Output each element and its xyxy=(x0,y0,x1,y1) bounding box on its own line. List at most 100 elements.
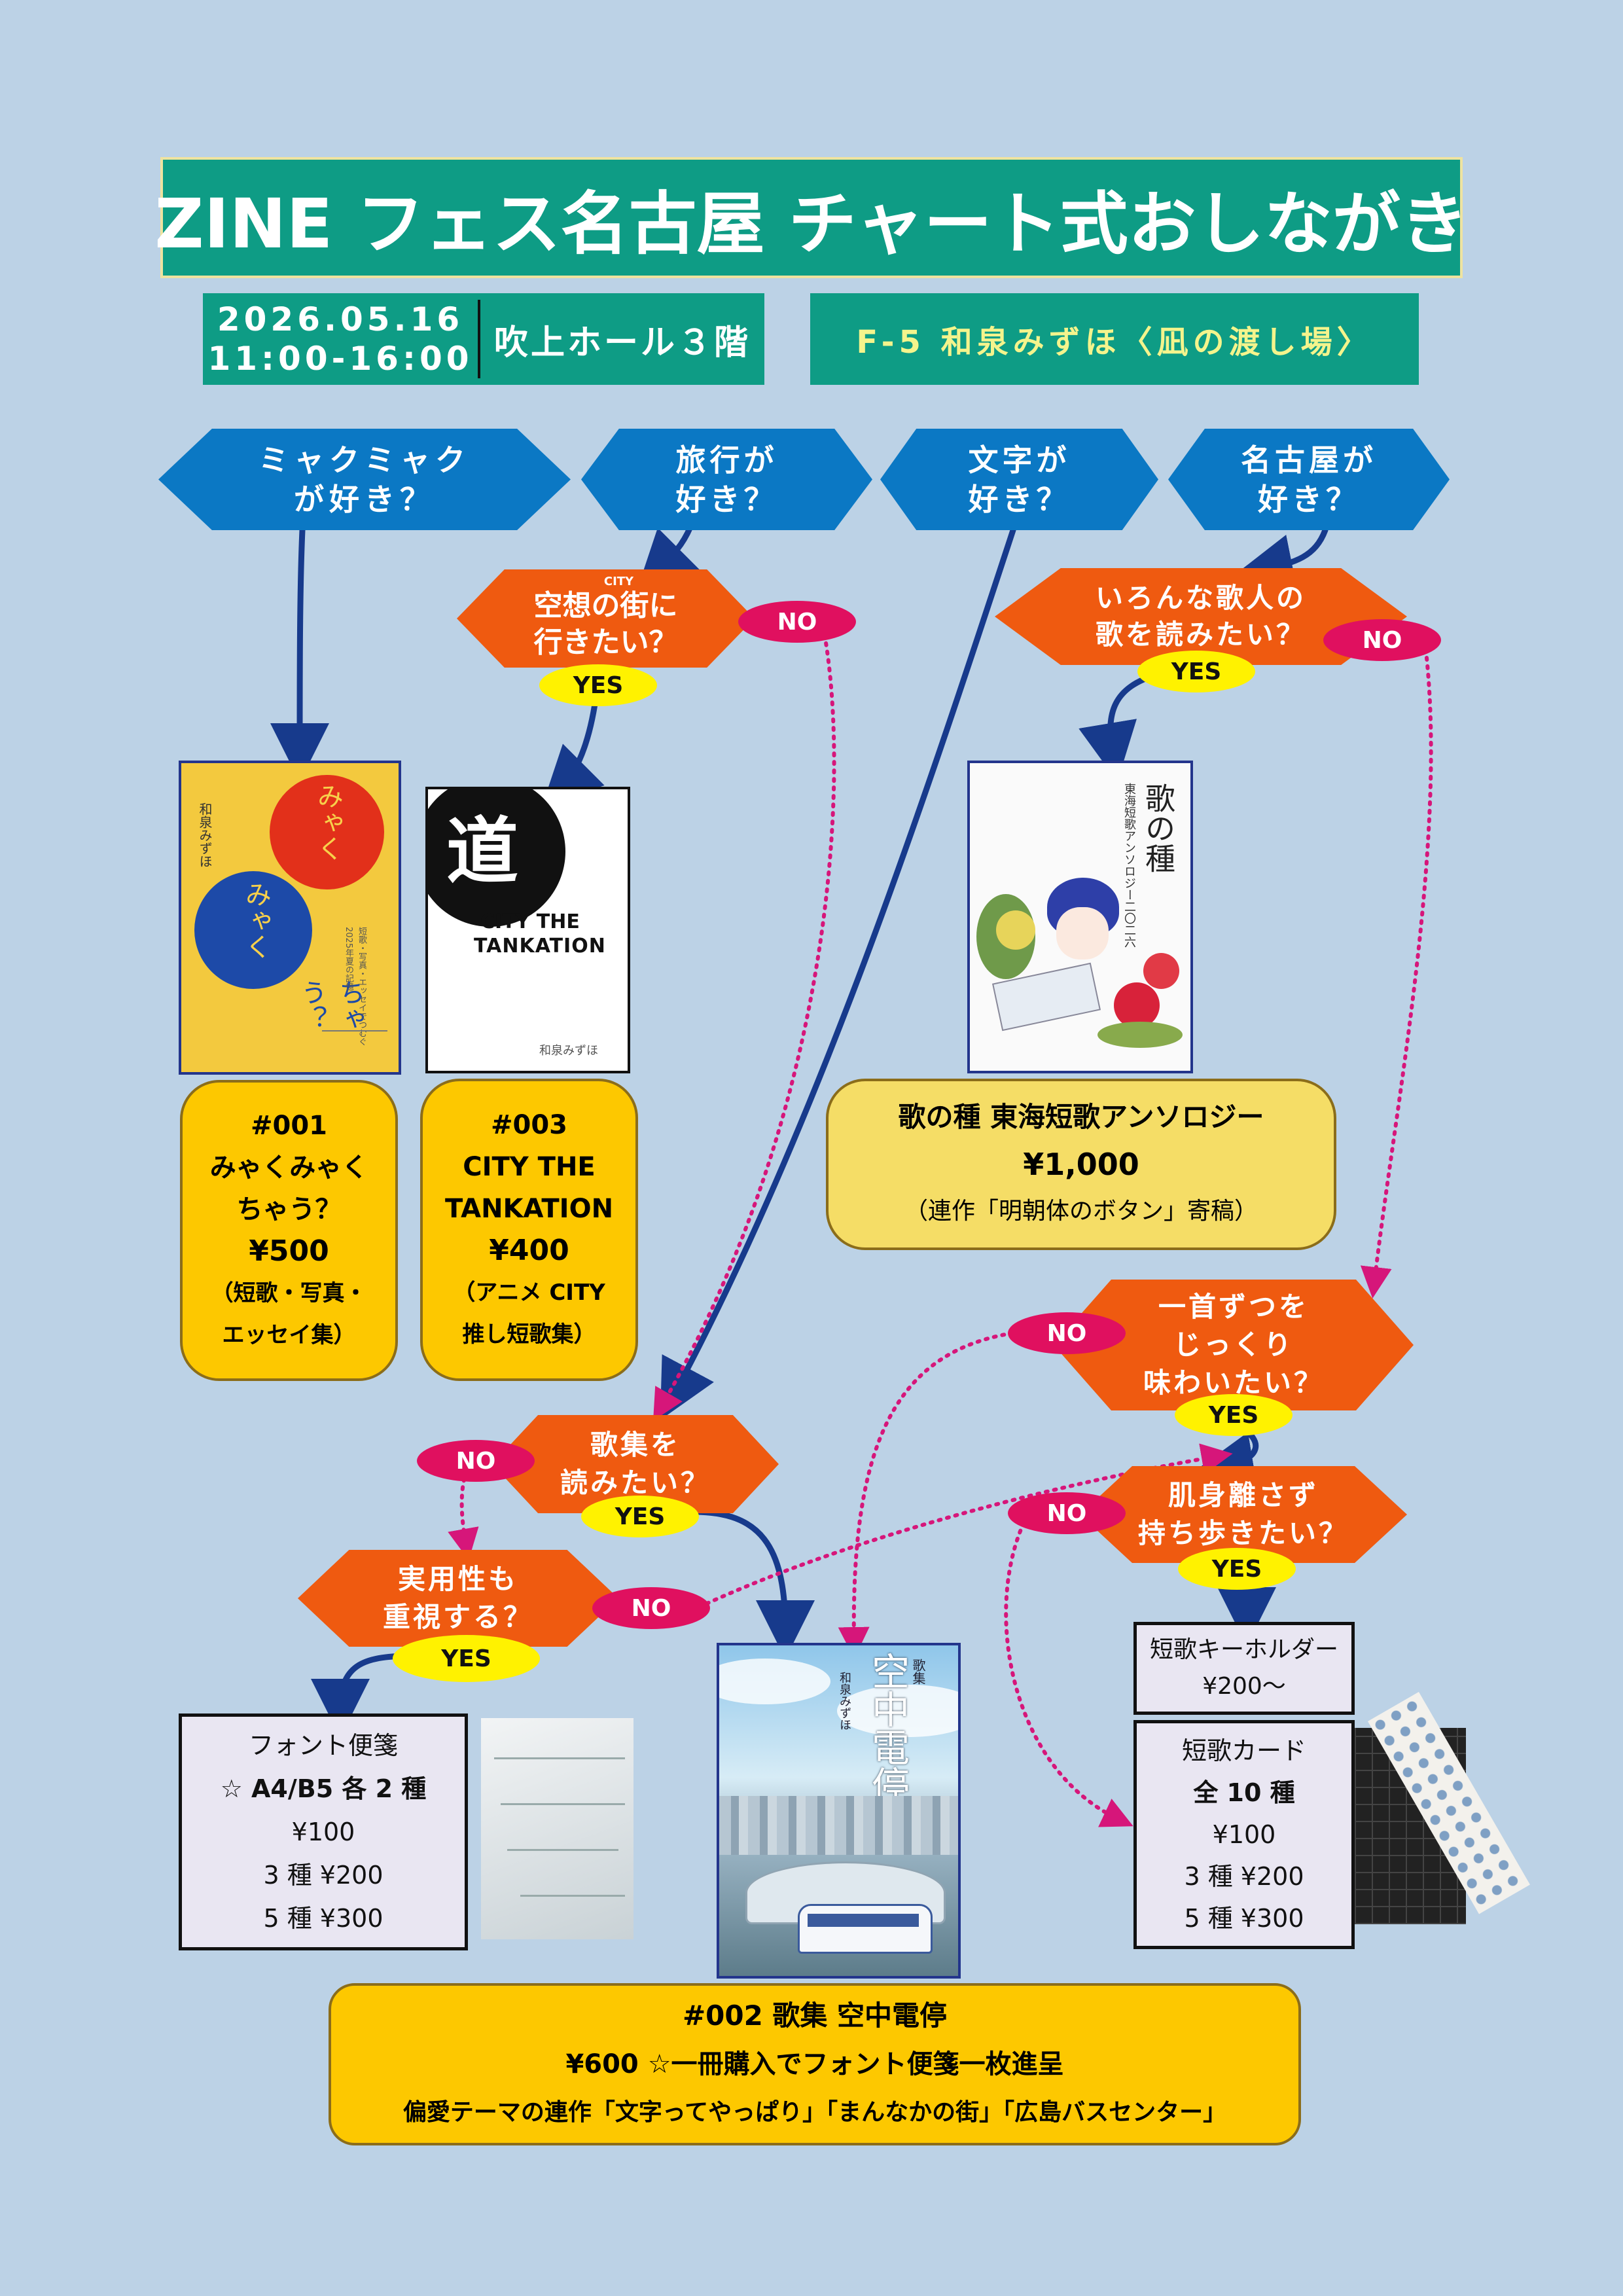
cover-flower-red xyxy=(1143,953,1179,989)
product-title: #002 歌集 空中電停 xyxy=(682,2000,948,2032)
arrow-various-no-to-savor xyxy=(1360,656,1433,1299)
yes-label: YES xyxy=(539,664,657,706)
event-date: 2026.05.16 xyxy=(217,300,464,338)
question-various-poets: いろんな歌人の 歌を読みたい？ xyxy=(995,568,1407,665)
yes-label: YES xyxy=(581,1496,699,1537)
arrow-poetry-yes-to-002 xyxy=(690,1509,815,1659)
product-card-002: #002 歌集 空中電停 ¥600 ☆一冊購入でフォント便箋一枚進呈 偏愛テーマ… xyxy=(329,1983,1301,2145)
question-line: 行きたい？ xyxy=(533,626,678,659)
question-line: 文字が xyxy=(968,442,1071,478)
cover-seed-sub: 東海短歌アンソロジー二〇二六 xyxy=(1122,783,1136,948)
product-name: フォント便箋 xyxy=(248,1731,398,1760)
cover-cloud xyxy=(719,1659,830,1704)
cover-seed-title: 歌の種 xyxy=(1141,783,1176,873)
product-price: ¥200～ xyxy=(1202,1673,1286,1700)
question-line: 一首ずつを xyxy=(1158,1291,1309,1323)
cover-rule xyxy=(322,1030,387,1031)
date-venue-box: 2026.05.16 11:00-16:00 吹上ホール３階 xyxy=(203,293,764,385)
yes-label: YES xyxy=(1178,1548,1296,1590)
product-note: （連作「明朝体のボタン」寄稿） xyxy=(904,1198,1258,1225)
cover-002-title: 空中電停 xyxy=(865,1652,910,1804)
product-title: CITY THE xyxy=(463,1152,596,1182)
question-line: 持ち歩きたい？ xyxy=(1137,1517,1349,1549)
cover-002-author: 和泉みずほ xyxy=(838,1672,851,1731)
product-price: 5 種 ¥300 xyxy=(1184,1904,1304,1933)
product-price: ¥600 ☆一冊購入でフォント便箋一枚進呈 xyxy=(565,2049,1064,2079)
cover-seed: 歌の種 東海短歌アンソロジー二〇二六 xyxy=(967,761,1193,1073)
font-letter-photo xyxy=(481,1718,633,1939)
product-name: 短歌カード xyxy=(1181,1736,1306,1765)
product-note: 推し短歌集） xyxy=(462,1321,596,1348)
cover-red-circle xyxy=(270,775,384,889)
no-label: NO xyxy=(738,601,856,643)
product-title: みゃくみゃく xyxy=(209,1153,368,1183)
question-line: 好き？ xyxy=(968,481,1071,517)
question-line: 読みたい？ xyxy=(560,1467,711,1499)
date-time: 2026.05.16 11:00-16:00 xyxy=(203,300,480,378)
question-line: 歌集を xyxy=(590,1429,681,1461)
cover-tram xyxy=(798,1904,933,1954)
product-price: 5 種 ¥300 xyxy=(263,1904,383,1933)
arrow-travel-to-city xyxy=(637,524,700,590)
cover-tram-windows xyxy=(808,1914,919,1927)
cover-city-skyline xyxy=(719,1796,958,1855)
question-mjakumyaku: ミャクミャク が好き？ xyxy=(158,429,571,530)
booth-box: F-5 和泉みずほ〈凪の渡し場〉 xyxy=(810,293,1419,385)
question-line: 好き？ xyxy=(1258,481,1360,517)
product-font-letter: フォント便箋 ☆ A4/B5 各 2 種 ¥100 3 種 ¥200 5 種 ¥… xyxy=(179,1713,468,1950)
question-line: いろんな歌人の xyxy=(1095,582,1306,614)
product-card-seed: 歌の種 東海短歌アンソロジー ¥1,000 （連作「明朝体のボタン」寄稿） xyxy=(826,1079,1336,1250)
question-line: 旅行が xyxy=(675,442,778,478)
question-line: 歌を読みたい？ xyxy=(1095,619,1306,651)
product-note: （アニメ CITY xyxy=(453,1280,605,1306)
product-note: 偏愛テーマの連作「文字ってやっぱり」「まんなかの街」「広島バスセンター」 xyxy=(402,2099,1227,2126)
product-price: 3 種 ¥200 xyxy=(263,1861,383,1890)
arrow-various-yes-to-seed xyxy=(1079,671,1162,782)
cover-kanji-mark: 道 xyxy=(446,810,518,893)
event-venue: 吹上ホール３階 xyxy=(493,323,751,363)
letter-line xyxy=(494,1757,625,1759)
cover-sub: 短歌・写真・エッセイでつむぐ xyxy=(357,927,366,1046)
arrow-nagoya-to-various xyxy=(1234,527,1329,593)
cover-003: 道 CITY THE TANKATION 和泉みずほ xyxy=(425,787,630,1073)
question-line: 肌身離さず xyxy=(1168,1479,1319,1511)
cover-author: 和泉みずほ xyxy=(197,802,213,868)
page-title: ZINE フェス名古屋 チャート式おしながき xyxy=(154,157,1469,278)
arrow-savor-no-to-002 xyxy=(838,1330,1023,1659)
booth-label: F-5 和泉みずほ〈凪の渡し場〉 xyxy=(856,324,1373,361)
cover-black-circle xyxy=(428,789,565,927)
product-note: （短歌・写真・ xyxy=(211,1280,367,1306)
question-line: 実用性も xyxy=(397,1563,518,1595)
cover-001: みゃく みゃく ちゃう？ 和泉みずほ 短歌・写真・エッセイでつむぐ 2025年夏… xyxy=(179,761,401,1075)
cover-flower-yellow xyxy=(996,910,1035,950)
product-price: ¥400 xyxy=(489,1234,569,1267)
cover-title-a: みゃく xyxy=(313,783,343,861)
question-travel: 旅行が 好き？ xyxy=(581,429,872,530)
question-line: 味わいたい？ xyxy=(1143,1367,1324,1399)
product-card-001: #001 みゃくみゃく ちゃう？ ¥500 （短歌・写真・ エッセイ集） xyxy=(180,1080,398,1381)
product-note: エッセイ集） xyxy=(222,1322,356,1348)
cover-title-b: みゃく xyxy=(241,881,271,960)
product-price: ¥100 xyxy=(291,1818,355,1846)
question-carry: 肌身離さず 持ち歩きたい？ xyxy=(1080,1466,1407,1563)
question-nagoya: 名古屋が 好き？ xyxy=(1168,429,1450,530)
yes-label: YES xyxy=(1137,651,1255,692)
event-time: 11:00-16:00 xyxy=(207,340,473,378)
product-number: #001 xyxy=(250,1111,327,1141)
cover-leaf xyxy=(1097,1022,1183,1048)
cover-blue-circle xyxy=(194,871,312,989)
product-keyholder: 短歌キーホルダー ¥200～ xyxy=(1133,1622,1355,1715)
product-tanka-card: 短歌カード 全 10 種 ¥100 3 種 ¥200 5 種 ¥300 xyxy=(1133,1720,1355,1949)
no-label: NO xyxy=(1008,1492,1126,1534)
product-number: #003 xyxy=(490,1110,567,1140)
cover-002: 歌集 空中電停 和泉みずほ xyxy=(717,1643,961,1979)
product-price: ¥500 xyxy=(249,1234,329,1268)
question-line: 重視する？ xyxy=(382,1601,533,1633)
letter-line xyxy=(520,1895,625,1897)
cover-cloud xyxy=(837,1685,958,1737)
question-line: 空想の街に xyxy=(533,589,678,622)
no-label: NO xyxy=(417,1440,535,1482)
cover-title-b: TANKATION xyxy=(474,935,606,958)
product-price: ¥1,000 xyxy=(1023,1147,1139,1182)
